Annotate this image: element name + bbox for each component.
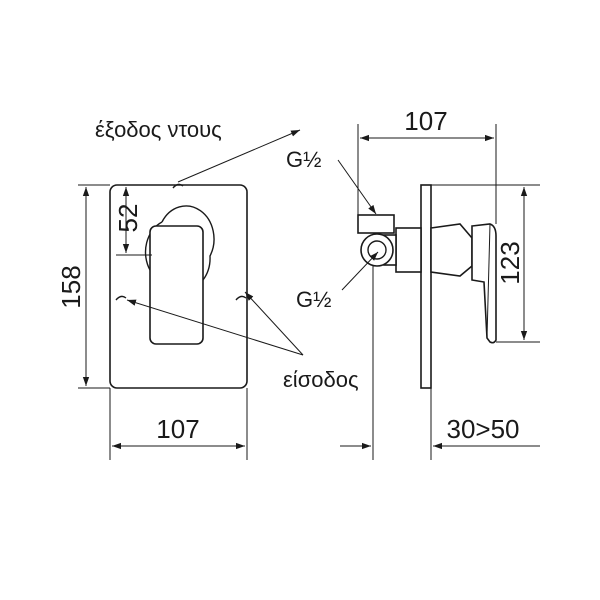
lever-handle	[149, 225, 204, 345]
front-view	[109, 183, 248, 389]
dimension-handle-offset: 52	[113, 187, 152, 256]
thread-bottom-label: G½	[296, 287, 331, 312]
dimension-side-depth: 107	[357, 106, 497, 224]
label-thread-top: G½	[286, 147, 377, 215]
outlet-marker	[172, 183, 184, 189]
shower-outlet-label: έξοδος ντους	[95, 117, 222, 142]
dimension-front-width: 107	[109, 388, 248, 460]
label-thread-bottom: G½	[296, 251, 379, 312]
dim-install-depth-label: 30>50	[446, 414, 519, 444]
dim-front-height-label: 158	[56, 265, 86, 308]
handle-base-left	[144, 221, 163, 271]
inlet-label: είσοδος	[283, 367, 359, 392]
side-plate	[420, 184, 432, 389]
dim-side-depth-label: 107	[404, 106, 447, 136]
side-view	[357, 184, 497, 389]
label-shower-outlet: έξοδος ντους	[95, 117, 301, 183]
dimension-front-height: 158	[56, 184, 110, 389]
dim-handle-offset-label: 52	[113, 204, 143, 233]
inlet-fitting-outer	[360, 233, 394, 267]
valve-body	[395, 227, 422, 273]
side-lever	[471, 223, 497, 344]
side-handle-base	[430, 223, 473, 277]
label-inlet: είσοδος	[126, 291, 359, 392]
inlet-marker-left	[115, 295, 127, 301]
outlet-fitting	[357, 214, 395, 234]
dimension-side-height: 123	[431, 184, 540, 343]
dim-side-height-label: 123	[495, 241, 525, 284]
thread-top-label: G½	[286, 147, 321, 172]
handle-base	[161, 205, 215, 281]
dim-front-width-label: 107	[156, 414, 199, 444]
dimension-install-depth: 30>50	[340, 266, 540, 460]
